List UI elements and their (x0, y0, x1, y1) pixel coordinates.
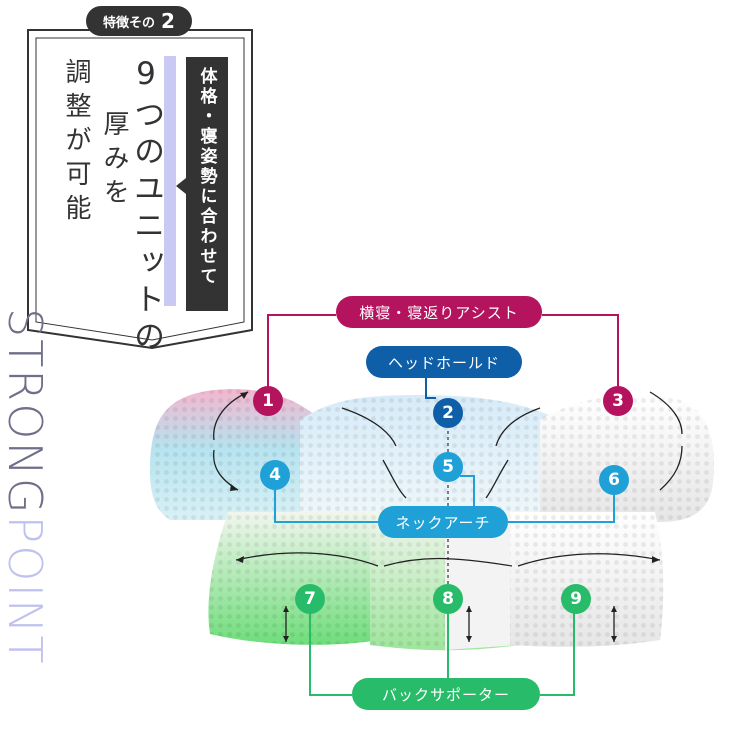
side-point: POINT (0, 515, 52, 666)
unit-5-badge: 5 (433, 452, 463, 482)
unit-8-badge: 8 (433, 584, 463, 614)
heading-highlight (164, 56, 176, 306)
badge-label: 特徴その (103, 15, 156, 31)
head-hold-label: ヘッドホールド (366, 346, 522, 378)
neck-arch-label: ネックアーチ (378, 506, 508, 538)
side-assist-label: 横寝・寝返りアシスト (336, 296, 542, 328)
heading-line-2: 厚みを (99, 110, 129, 212)
unit-6-badge: 6 (599, 465, 629, 495)
unit-3-badge: 3 (603, 386, 633, 416)
tag-pointer (176, 178, 186, 194)
unit-2-badge: 2 (433, 398, 463, 428)
body-type-tag: 体格・寝姿勢に合わせて (186, 57, 228, 311)
unit-1-badge: 1 (253, 386, 283, 416)
unit-7-badge: 7 (295, 584, 325, 614)
unit-4-badge: 4 (260, 460, 290, 490)
heading-line-1: 9つのユニットの (128, 56, 164, 357)
badge-number: 2 (161, 9, 175, 33)
back-support-label: バックサポーター (352, 678, 540, 710)
heading-line-3: 調整が可能 (61, 58, 91, 228)
unit-9-badge: 9 (561, 584, 591, 614)
side-strong-point: STRONGPOINT (0, 308, 52, 666)
side-strong: STRONG (0, 308, 52, 516)
feature-badge: 特徴その 2 (86, 6, 192, 36)
